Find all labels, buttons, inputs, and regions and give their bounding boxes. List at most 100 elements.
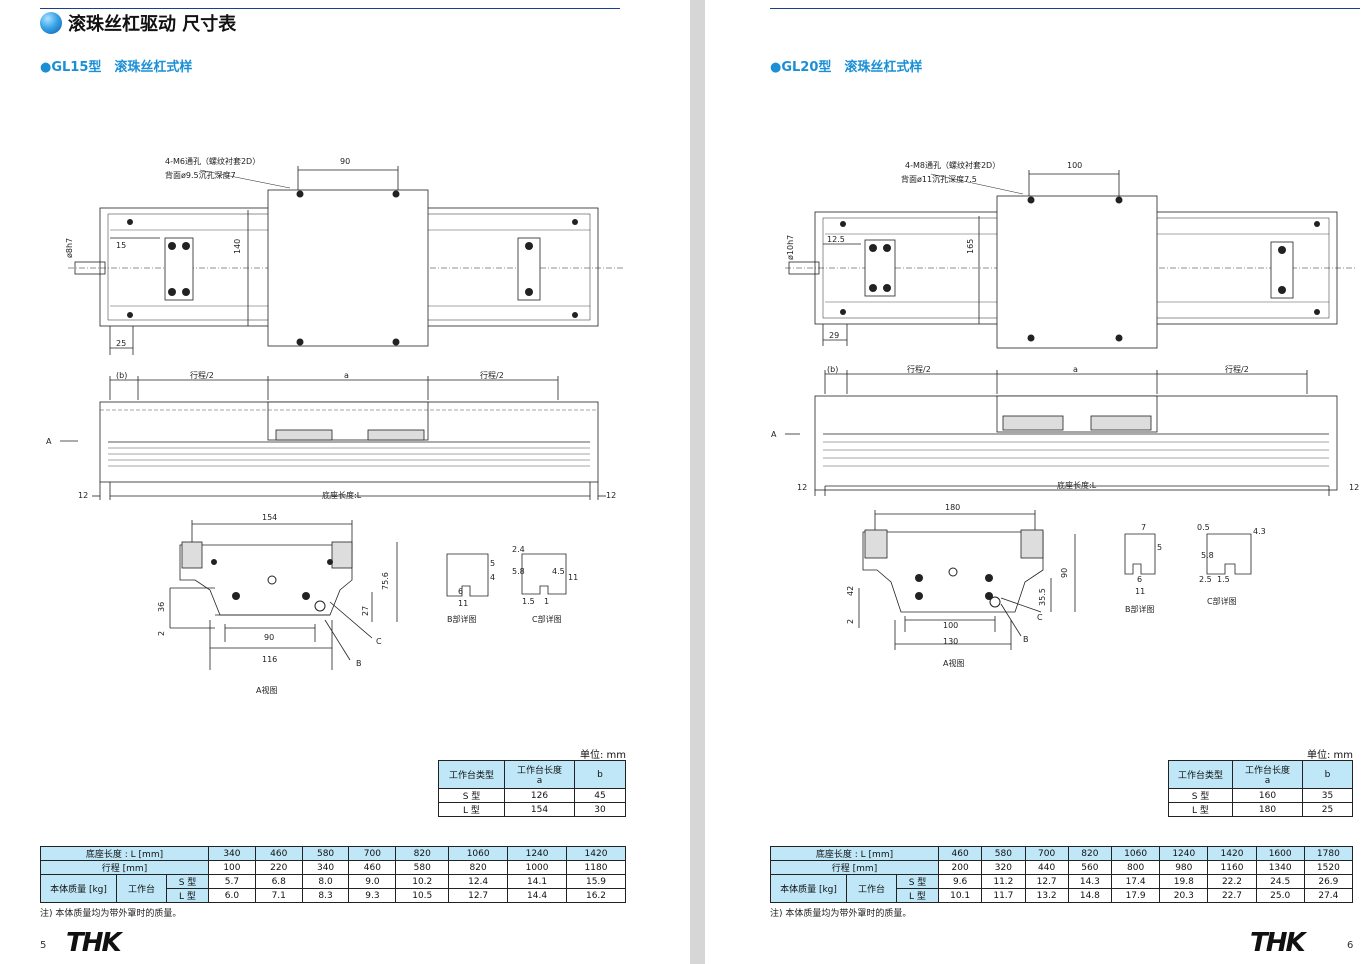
b-detail-shape <box>1124 533 1156 575</box>
cell: 16.2 <box>566 888 626 903</box>
cell: 800 <box>1110 860 1161 875</box>
cell: 5.7 <box>208 874 256 889</box>
cell: 10.5 <box>395 888 450 903</box>
cell: 1240 <box>1159 846 1209 861</box>
arrow-A: A <box>771 430 777 439</box>
cell: 9.3 <box>348 888 397 903</box>
cell: 126 <box>504 788 575 803</box>
cell: 440 <box>1024 860 1069 875</box>
dim-29: 29 <box>829 331 839 340</box>
c-detail-title: C部详图 <box>532 614 562 624</box>
cell: 200 <box>937 860 983 875</box>
b-dim-3: 6 <box>458 587 463 596</box>
section-header: 滚珠丝杠驱动 尺寸表 <box>40 10 236 36</box>
a-view-title: A视图 <box>256 685 277 695</box>
base-length: 底座长度:L <box>322 490 362 500</box>
c-dim-4: 11 <box>568 573 578 582</box>
stroke-half-1: 行程/2 <box>907 364 931 374</box>
cell: 320 <box>981 860 1026 875</box>
b-detail-title: B部详图 <box>1125 604 1155 614</box>
row-label-l: L 型 <box>896 888 939 903</box>
cell: 820 <box>1067 846 1113 861</box>
b-detail-shape <box>446 553 489 597</box>
dim-154: 154 <box>262 513 277 522</box>
shaft-dia: ø8h7 <box>65 238 74 258</box>
cell: 14.1 <box>507 874 567 889</box>
dim-130: 130 <box>943 637 958 646</box>
unit-label: 单位: mm <box>1307 750 1354 761</box>
dim-100: 100 <box>1067 161 1082 170</box>
arrow-A: A <box>46 437 52 446</box>
th-b: b <box>574 760 626 789</box>
cell: 460 <box>937 846 983 861</box>
right-page: ●GL20型 滚珠丝杠式样 <box>705 0 1368 964</box>
mass-table: 底座长度 : L [mm] 340 460 580 700 820 1060 1… <box>40 846 626 903</box>
cell: 6.0 <box>208 888 256 903</box>
cell: 1240 <box>507 846 567 861</box>
th-table-length: 工作台长度 a <box>1232 760 1303 789</box>
dim-15: 15 <box>116 241 126 250</box>
cell: S 型 <box>1168 788 1233 803</box>
dim-2: 2 <box>846 619 855 624</box>
dim-2: 2 <box>157 631 166 636</box>
a-view-profile <box>862 531 1044 613</box>
th-table-type: 工作台类型 <box>438 760 505 789</box>
dim-90: 90 <box>340 157 350 166</box>
cell: 820 <box>448 860 509 875</box>
thk-logo: THK <box>1250 928 1306 958</box>
cell: 1060 <box>448 846 509 861</box>
c-detail-shape <box>1206 533 1252 575</box>
cell: 220 <box>254 860 303 875</box>
dim-12-5: 12.5 <box>827 235 845 244</box>
cell: 7.1 <box>254 888 303 903</box>
a-view-title: A视图 <box>943 658 964 668</box>
dim-a: a <box>1073 365 1078 374</box>
cell: 22.2 <box>1207 874 1257 889</box>
model-subtitle: ●GL20型 滚珠丝杠式样 <box>770 60 923 75</box>
cell: 9.0 <box>348 874 397 889</box>
page-gutter <box>690 0 705 964</box>
cell: 12.4 <box>448 874 509 889</box>
gl20-drawing: 4-M8通孔（螺纹衬套2D） 背面ø11沉孔深度7.5 100 165 12.5… <box>771 160 1359 668</box>
dim-12-l: 12 <box>797 483 807 492</box>
cell: 1160 <box>1207 860 1257 875</box>
cell: 580 <box>981 846 1026 861</box>
row-label-stroke: 行程 [mm] <box>40 860 209 875</box>
row-label-base: 底座长度 : L [mm] <box>40 846 209 861</box>
cell: 580 <box>301 846 350 861</box>
c-dim-2: 5.8 <box>512 567 525 576</box>
dim-12-r: 12 <box>1349 483 1359 492</box>
table-block <box>996 195 1158 349</box>
b-dim-4: 11 <box>1135 587 1145 596</box>
base-length: 底座长度:L <box>1057 480 1097 490</box>
dim-12-l: 12 <box>78 491 88 500</box>
c-dim-4: 2.5 <box>1199 575 1212 584</box>
cell: 24.5 <box>1255 874 1305 889</box>
cell: 460 <box>348 860 397 875</box>
dim-36: 36 <box>157 602 166 612</box>
cell: 1520 <box>1303 860 1354 875</box>
cell: 22.7 <box>1207 888 1257 903</box>
row-label-s: S 型 <box>896 874 939 889</box>
c-detail-title: C部详图 <box>1207 596 1237 606</box>
cell: 30 <box>574 802 626 817</box>
th-table-type: 工作台类型 <box>1168 760 1233 789</box>
dim-27: 27 <box>361 606 370 616</box>
c-dim-3: 4.5 <box>552 567 565 576</box>
footnote: 注) 本体质量均为带外罩时的质量。 <box>40 909 182 919</box>
label-B: B <box>356 659 362 668</box>
cell: L 型 <box>1168 802 1233 817</box>
table-block <box>267 189 429 347</box>
c-dim-5: 1.5 <box>522 597 535 606</box>
dim-100-b: 100 <box>943 621 958 630</box>
row-label-mass: 本体质量 [kg] <box>770 874 847 903</box>
cell: 1000 <box>507 860 567 875</box>
c-dim-2: 4.3 <box>1253 527 1266 536</box>
page-number: 5 <box>40 940 47 951</box>
dim-180: 180 <box>945 503 960 512</box>
cell: 1420 <box>1207 846 1257 861</box>
dim-b: (b) <box>116 371 127 380</box>
cell: 17.4 <box>1110 874 1161 889</box>
dim-90: 90 <box>1060 568 1069 578</box>
